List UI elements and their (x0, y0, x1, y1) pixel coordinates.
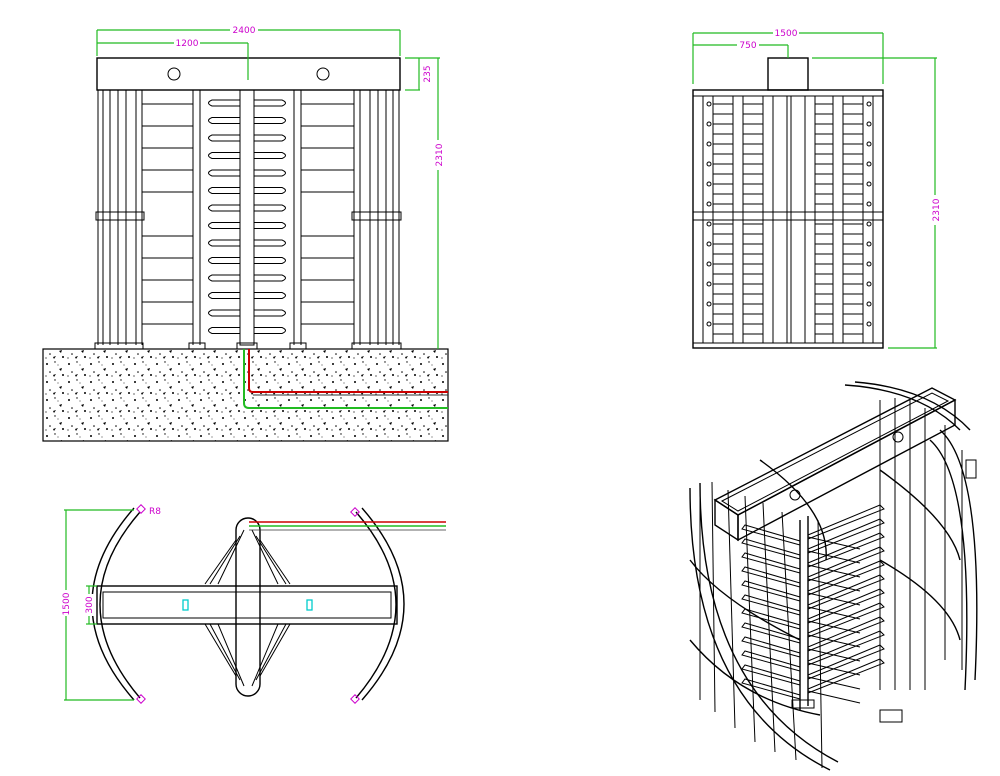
plan-view: R8 1500 300 (60, 504, 446, 704)
plan-rotor-shaft (235, 517, 261, 697)
front-right-cage (351, 90, 402, 345)
iso-front-posts (699, 481, 823, 769)
plan-rotor-arms (204, 539, 291, 677)
side-view: 1500 750 2310 (692, 27, 942, 349)
side-dim-width-label: 1500 (775, 29, 798, 39)
front-view: 2400 1200 235 2310 (42, 24, 449, 442)
front-inner-posts (192, 89, 302, 346)
front-rotor-arms (208, 99, 286, 334)
front-horizontal-bars (142, 103, 354, 325)
front-beam-lamp-left (167, 67, 181, 81)
plan-dim-beam-label: 300 (85, 596, 95, 613)
side-frame (692, 89, 884, 349)
iso-rotor (791, 516, 815, 710)
plan-sensor-left (182, 599, 189, 611)
plan-right-cage-outer (355, 511, 397, 699)
plan-left-cage-outer (99, 511, 141, 699)
plan-sensor-right (306, 599, 313, 611)
iso-foot (879, 709, 903, 723)
iso-back-posts (879, 398, 963, 690)
plan-right-cage-inner (361, 507, 405, 701)
ground-cable-green (243, 349, 448, 409)
side-vertical-posts (702, 96, 874, 343)
plan-dim-depth-label: 1500 (62, 592, 72, 615)
iso-back-cage (844, 381, 978, 691)
side-top-beam (767, 57, 809, 91)
front-dim-width-label: 2400 (233, 26, 256, 36)
plan-left-cage-inner (91, 507, 135, 701)
plan-top-beam (96, 585, 398, 625)
front-left-cage (95, 90, 145, 345)
iso-post-cap (965, 459, 977, 479)
turnstile-3d-icon (689, 381, 978, 771)
front-dimensions: 2400 1200 235 2310 (96, 24, 445, 349)
front-beam-lamp-right (316, 67, 330, 81)
power-cable-red (248, 349, 448, 393)
side-dim-half-label: 750 (739, 41, 756, 51)
iso-rotor-arms (741, 504, 885, 704)
iso-top-beam-top (713, 387, 957, 516)
front-dim-top-label: 235 (423, 65, 433, 82)
side-dimensions: 1500 750 2310 (692, 27, 942, 349)
plan-dimensions: R8 1500 300 (60, 507, 161, 701)
front-dim-half-label: 1200 (176, 39, 199, 49)
side-horizontal-bars (706, 101, 872, 335)
front-feet (94, 342, 402, 350)
side-dim-height-label: 2310 (932, 198, 942, 221)
plan-dim-radius-label: R8 (149, 507, 161, 517)
front-dim-height-label: 2310 (435, 143, 445, 166)
